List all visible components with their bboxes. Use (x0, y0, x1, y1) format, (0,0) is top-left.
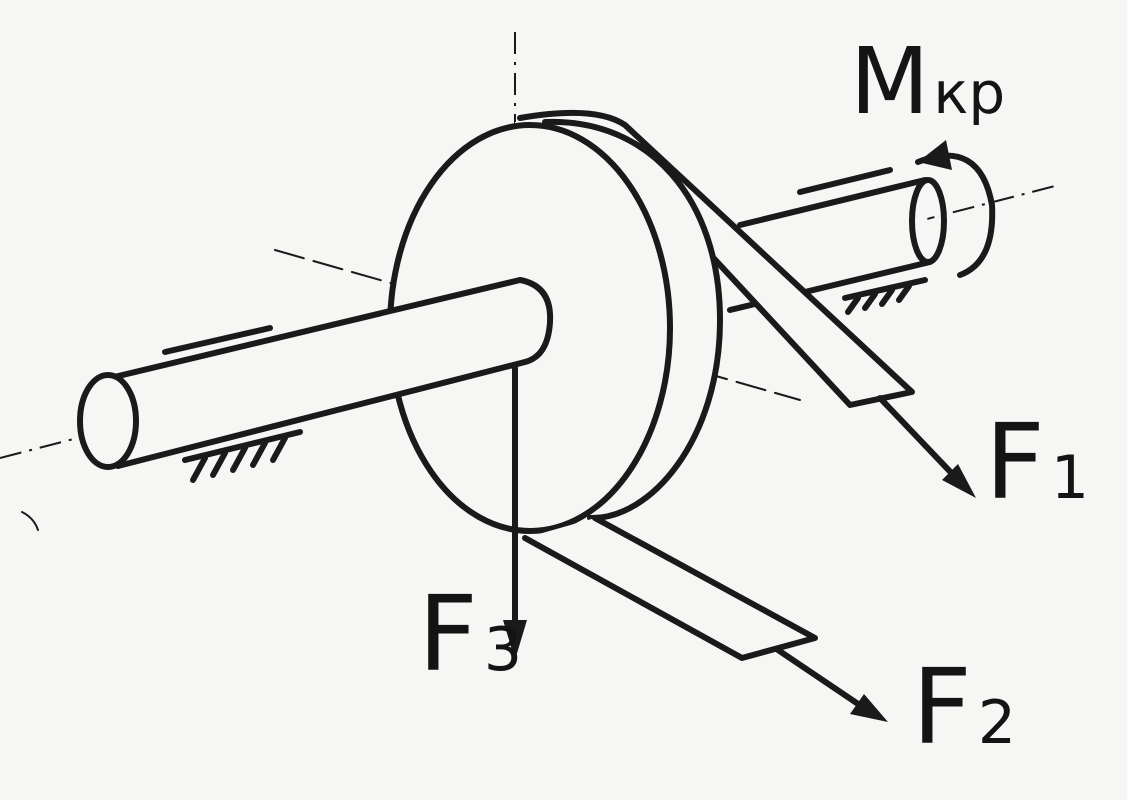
force-3-arrow (503, 365, 527, 660)
force-3-label-sub: 3 (483, 615, 523, 685)
force-2-arrow (775, 647, 888, 722)
torque-arrow (915, 140, 996, 278)
torque-label-sub: кр (933, 59, 1006, 127)
force-1-label-main: F (985, 401, 1045, 523)
torque-label: Mкр (850, 36, 1005, 128)
force-1-arrow (877, 395, 976, 498)
torque-label-main: M (850, 28, 930, 135)
force-1-label-sub: 1 (1050, 443, 1090, 513)
left-bearing (162, 325, 303, 483)
right-bearing (797, 167, 928, 315)
force-2-label-main: F (912, 646, 972, 768)
left-shaft (77, 277, 554, 470)
stray-mark (21, 511, 39, 531)
lower-belt (522, 515, 818, 661)
force-3-label-main: F (418, 573, 478, 695)
force-2-label-sub: 2 (977, 688, 1017, 758)
